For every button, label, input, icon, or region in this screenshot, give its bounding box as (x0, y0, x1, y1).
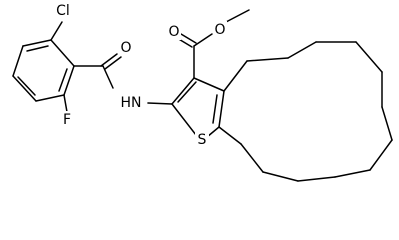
atom-cl-label: Cl (56, 3, 70, 19)
bond-macro-2 (246, 57, 289, 62)
bond-macro-9 (334, 169, 371, 178)
atom-cl-bg (53, 2, 73, 19)
bond-c-f (63, 94, 68, 113)
bond-ring-inner-3 (26, 45, 49, 52)
bond-macro-5 (355, 41, 383, 73)
bond-th-c3a-c7a-inner (212, 94, 218, 124)
atom-o-amide-bg (119, 39, 133, 56)
bond-th-c2-c3-inner (177, 81, 197, 103)
bond-macro-12 (240, 143, 264, 173)
bond-amide-co-2 (104, 56, 122, 70)
atom-o-ester-label: O (214, 22, 225, 38)
bond-th-s-c2 (171, 103, 197, 136)
bond-macro-10 (297, 176, 336, 182)
bond-o-methyl (225, 9, 250, 23)
bond-macro-1 (223, 60, 248, 92)
atom-o-amide-label: O (120, 40, 131, 56)
atom-o-ester: O (213, 21, 227, 38)
bond-macro-7 (381, 106, 393, 141)
bond-ring-a3-a4 (35, 94, 65, 102)
atom-cl: Cl (53, 2, 73, 19)
atom-f-label: F (63, 112, 71, 128)
bond-amide-co-1 (100, 53, 118, 67)
atom-nh: HN (116, 94, 146, 111)
bond-ester-c-o (193, 33, 213, 47)
bond-macro-8 (369, 139, 393, 171)
atom-s-bg (195, 131, 209, 148)
atom-s-label: S (198, 132, 207, 148)
atom-o-carbonyl: O (167, 23, 181, 40)
atom-o-ester-bg (213, 21, 227, 38)
atom-o-amide: O (119, 39, 133, 56)
atom-nh-label: HN (121, 95, 142, 111)
bond-ring-a2-a3 (63, 65, 75, 96)
bond-ring-a5-a6 (12, 45, 24, 77)
bond-th-c3a-c7a (218, 90, 225, 128)
bond-th-c3-c3a (193, 77, 225, 92)
atom-f: F (61, 111, 74, 128)
atom-f-bg (61, 111, 74, 128)
atom-labels: Cl F O HN S O O (53, 2, 227, 148)
bond-th-c2-c3 (171, 77, 195, 105)
bonds (12, 9, 393, 182)
bond-c-cl (50, 21, 63, 41)
molecule-structure: Cl F O HN S O O (12, 2, 393, 182)
bond-n-thiophene (147, 102, 173, 105)
bond-ring-a1-a2 (50, 39, 75, 67)
bond-ring-inner-2 (17, 76, 36, 96)
atom-o-carbonyl-bg (167, 23, 181, 40)
atom-s: S (195, 131, 209, 148)
bond-macro-3 (287, 41, 317, 59)
atom-o-carbonyl-label: O (168, 24, 179, 40)
atom-nh-bg (116, 94, 146, 111)
bond-macro-13 (218, 126, 242, 145)
bond-carbonyl-n (102, 65, 114, 89)
bond-macro-11 (262, 171, 299, 182)
bond-ester-co-2 (180, 33, 197, 44)
bond-ring-inner-1 (58, 68, 68, 92)
bond-ring-a4-a5 (12, 75, 37, 102)
bond-ring-a6-a1 (22, 39, 52, 47)
